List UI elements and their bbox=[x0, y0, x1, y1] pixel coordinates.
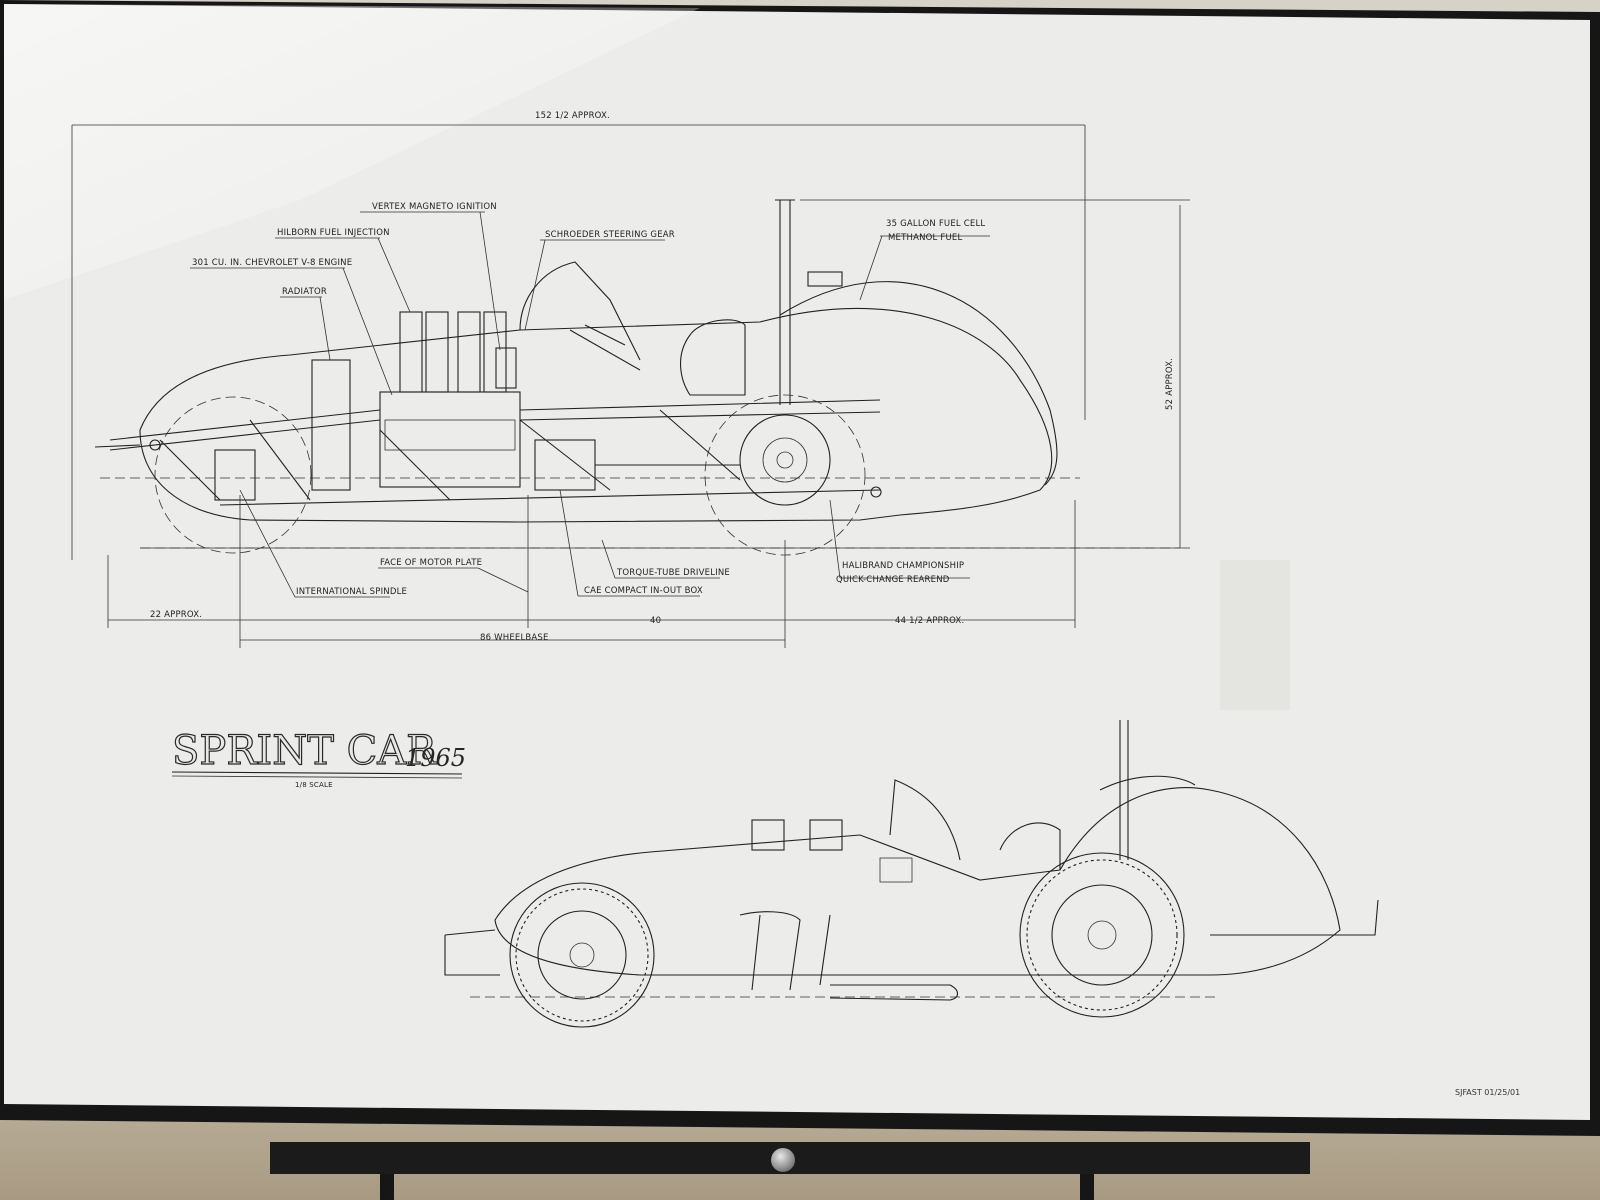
callout-vertex: VERTEX MAGNETO IGNITION bbox=[372, 202, 497, 212]
front-bumper bbox=[444, 929, 500, 976]
blueprint-svg: VERTEX MAGNETO IGNITION HILBORN FUEL INJ… bbox=[0, 0, 1600, 1136]
cowl bbox=[519, 261, 641, 361]
steering-column bbox=[569, 329, 641, 371]
exhaust-headers bbox=[739, 911, 831, 991]
dim-overall-length: 152 1/2 APPROX. bbox=[535, 111, 610, 121]
dim-40: 40 bbox=[650, 616, 661, 626]
artist-signature: SJFAST 01/25/01 bbox=[1455, 1088, 1520, 1097]
glass-glare bbox=[4, 4, 700, 300]
callout-steering: SCHROEDER STEERING GEAR bbox=[545, 230, 675, 240]
perspective-stack-1 bbox=[751, 819, 785, 851]
dim-height: 52 APPROX. bbox=[1165, 358, 1175, 410]
rear-wheel-rim bbox=[1051, 884, 1153, 986]
callout-motor-plate: FACE OF MOTOR PLATE bbox=[380, 558, 482, 568]
fuel-filler bbox=[807, 271, 843, 287]
dim-front-overhang: 22 APPROX. bbox=[150, 610, 202, 620]
magneto bbox=[495, 347, 517, 389]
engine-block bbox=[379, 391, 521, 488]
tail-section bbox=[779, 281, 1058, 486]
side-elevation: VERTEX MAGNETO IGNITION HILBORN FUEL INJ… bbox=[71, 111, 1190, 648]
callout-halibrand: HALIBRAND CHAMPIONSHIP bbox=[842, 561, 964, 571]
callout-hilborn: HILBORN FUEL INJECTION bbox=[277, 228, 390, 238]
title-block: SPRINT CAR 1965 1/8 SCALE bbox=[171, 727, 466, 789]
callout-engine: 301 CU. IN. CHEVROLET V-8 ENGINE bbox=[192, 258, 352, 268]
rear-nerf-bar bbox=[1210, 899, 1379, 936]
drawing-title: SPRINT CAR bbox=[172, 728, 438, 774]
drawing-year: 1965 bbox=[405, 744, 466, 772]
callout-spindle: INTERNATIONAL SPINDLE bbox=[296, 587, 407, 597]
front-tire bbox=[509, 882, 655, 1028]
frame-rails bbox=[109, 399, 881, 506]
callout-radiator: RADIATOR bbox=[282, 287, 327, 297]
dim-rear-overhang: 44 1/2 APPROX. bbox=[895, 616, 964, 626]
callout-cae: CAE COMPACT IN-OUT BOX bbox=[584, 586, 703, 596]
framed-drawing: VERTEX MAGNETO IGNITION HILBORN FUEL INJ… bbox=[0, 0, 1600, 1136]
roll-bar bbox=[775, 199, 795, 405]
front-wheel-phantom bbox=[154, 396, 312, 554]
frame-bracing bbox=[159, 409, 741, 501]
front-spindle bbox=[214, 449, 256, 501]
callout-torque-tube: TORQUE-TUBE DRIVELINE bbox=[616, 568, 730, 578]
drawing-panel bbox=[4, 4, 1590, 1120]
seat bbox=[679, 319, 746, 396]
drawing-scale: 1/8 SCALE bbox=[295, 781, 333, 789]
usac-badge bbox=[879, 857, 913, 883]
rear-tire bbox=[1019, 852, 1185, 1018]
front-nerf-bar bbox=[94, 444, 141, 448]
exhaust-pipe bbox=[829, 984, 959, 1001]
perspective-stack-2 bbox=[809, 819, 843, 851]
perspective-seat bbox=[999, 822, 1061, 870]
easel-leg-right bbox=[1080, 1174, 1094, 1200]
body-outline bbox=[139, 307, 1053, 523]
front-wheel-rim bbox=[537, 910, 627, 1000]
easel-knob bbox=[771, 1148, 795, 1172]
perspective-view bbox=[444, 720, 1379, 1028]
quick-change-rearend bbox=[739, 414, 831, 506]
dim-wheelbase: 86 WHEELBASE bbox=[480, 633, 549, 643]
perspective-cowl bbox=[889, 779, 961, 861]
perspective-roll-bar bbox=[1119, 720, 1129, 860]
title-underline bbox=[171, 771, 463, 775]
callout-methanol: METHANOL FUEL bbox=[888, 233, 962, 243]
callout-fuel-cell: 35 GALLON FUEL CELL bbox=[886, 219, 985, 229]
easel-leg-left bbox=[380, 1174, 394, 1200]
reflection bbox=[1220, 560, 1290, 710]
callout-quick-change: QUICK-CHANGE REAREND bbox=[836, 575, 950, 585]
perspective-body bbox=[494, 787, 1341, 976]
radiator bbox=[311, 359, 351, 491]
